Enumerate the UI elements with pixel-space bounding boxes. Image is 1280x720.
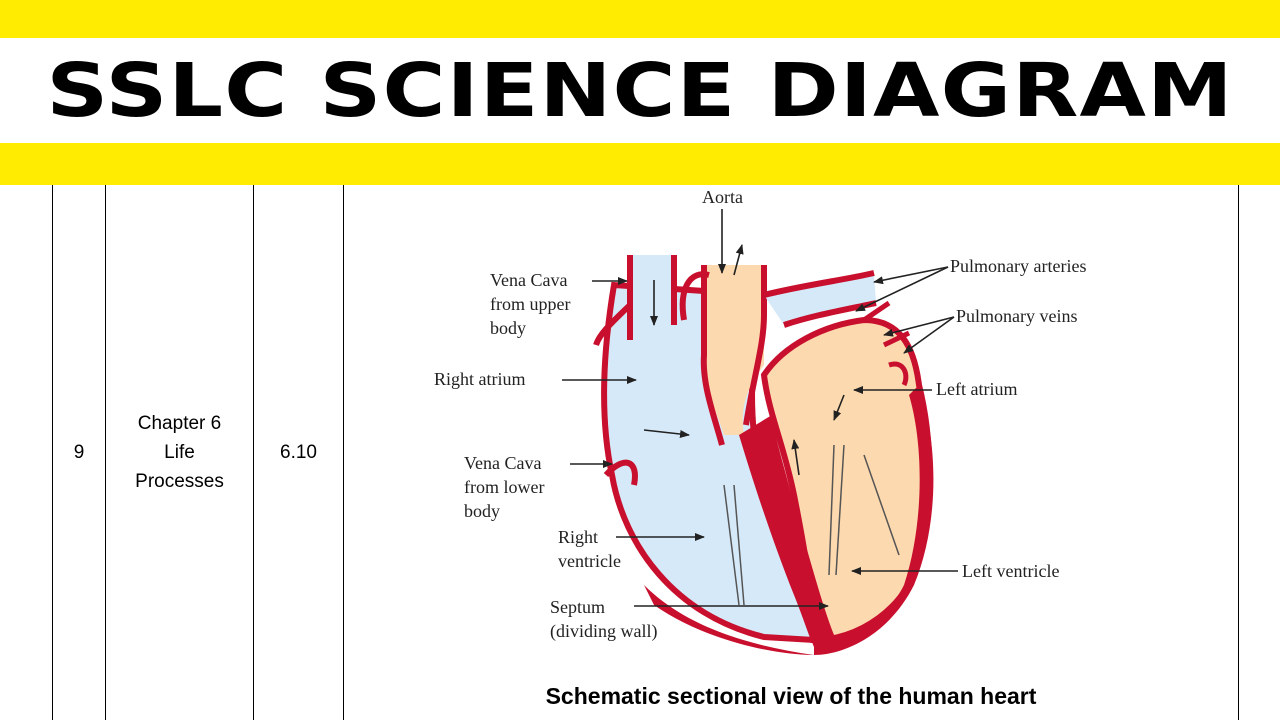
label-right-atrium: Right atrium [434,369,526,389]
table-divider [343,185,344,720]
pointer-pulmonary-artery [873,266,949,285]
chordae-tendineae [733,484,745,606]
vessel-wall [743,265,767,426]
blood-flow-arrow [733,244,744,276]
label-pulmonary-veins: Pulmonary veins [956,306,1078,326]
vessel-wall [679,271,710,321]
label-vena-cava-upper: body [490,318,526,338]
blood-flow-arrow [791,439,800,476]
label-vena-cava-lower: Vena Cava [464,453,541,473]
cell-serial-number: 9 [73,442,85,463]
cell-chapter: Chapter 6 Life Processes [106,185,253,720]
pulmonary-vein [862,300,891,323]
chapter-line: Chapter 6 [137,413,222,434]
chapter-line: Life [164,442,195,463]
chordae-tendineae [723,484,740,606]
superior-vena-cava [629,255,674,335]
banner-bottom-stripe [0,143,1280,185]
chordae-tendineae [828,444,835,576]
pointer-pulmonary-vein [883,316,955,337]
pulmonary-vein [888,361,909,387]
pointer-pulmonary-vein [903,316,955,354]
chordae-tendineae [835,444,845,576]
label-vena-cava-lower: body [464,501,500,521]
chordae-tendineae [863,454,900,556]
cell-figure-number: 6.10 [280,442,317,463]
label-vena-cava-upper: from upper [490,294,570,314]
pulmonary-vein [882,330,911,348]
label-right-ventricle: ventricle [558,551,621,571]
table-row: 9 Chapter 6 Life Processes 6.10 [0,185,1280,720]
diagram-caption: Schematic sectional view of the human he… [545,683,1037,709]
inferior-vena-cava [603,459,638,486]
label-left-ventricle: Left ventricle [962,561,1059,581]
label-vena-cava-upper: Vena Cava [490,270,567,290]
heart-diagram: Aorta Pulmonary arteries Pulmonary veins… [344,185,1238,720]
pointer-pulmonary-artery [855,266,949,312]
label-pulmonary-arteries: Pulmonary arteries [950,256,1086,276]
table-border-left [52,185,53,720]
aorta [704,265,764,435]
vessel-wall [763,270,875,298]
heart-diagram-svg: Aorta Pulmonary arteries Pulmonary veins… [434,187,1086,655]
septum [739,415,834,647]
blood-flow-arrow [833,394,845,421]
blood-flow-arrow [643,429,690,438]
banner-top-stripe [0,0,1280,38]
label-right-ventricle: Right [558,527,598,547]
table-divider [253,185,254,720]
label-left-atrium: Left atrium [936,379,1017,399]
vessel-wall [783,300,877,328]
pulmonary-artery [764,273,876,325]
chapter-line: Processes [135,471,224,492]
label-aorta: Aorta [702,187,743,207]
vessel-wall [700,265,725,446]
label-septum: Septum [550,597,605,617]
vessel-wall [593,302,633,347]
table-divider [105,185,106,720]
page-title: SSLC SCIENCE DIAGRAM [46,47,1234,134]
label-septum: (dividing wall) [550,621,657,642]
table-border-right [1238,185,1239,720]
left-ventricle-wall [814,385,934,655]
label-vena-cava-lower: from lower [464,477,544,497]
